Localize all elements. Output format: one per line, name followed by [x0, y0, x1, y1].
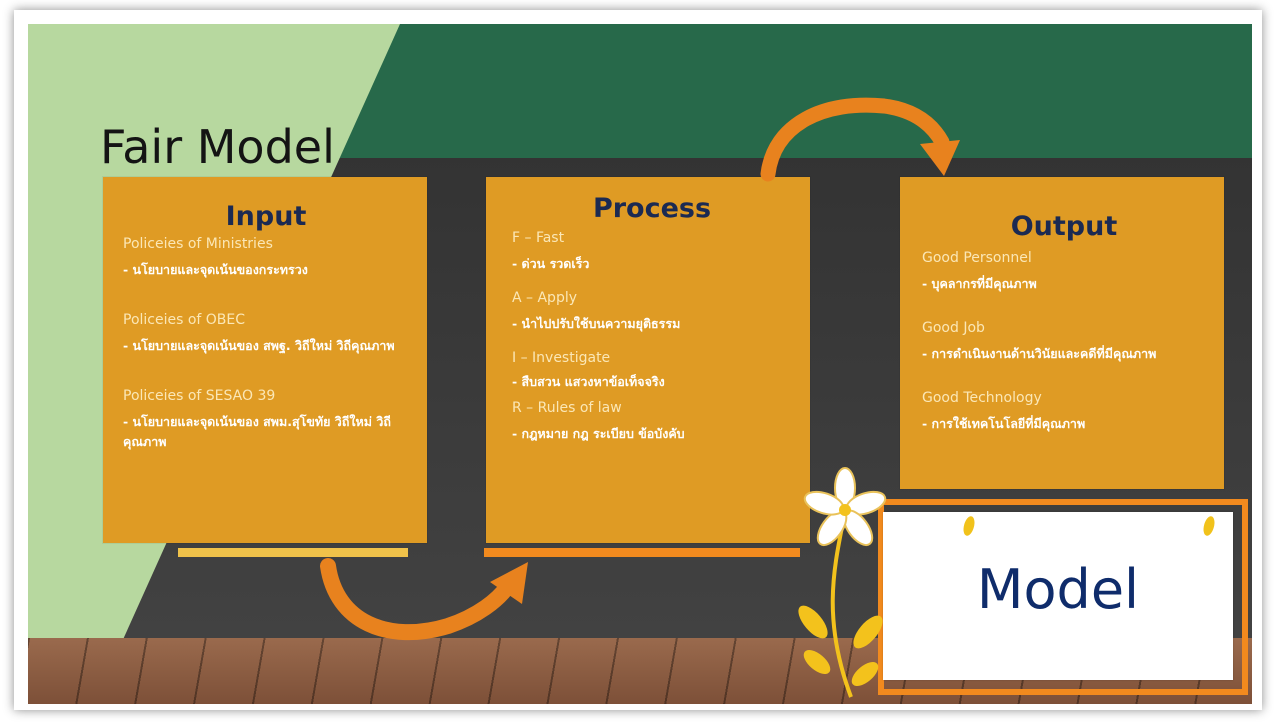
process-item-label: I – Investigate: [512, 350, 611, 366]
input-item-desc: - นโยบายและจุดเน้นของ สพฐ. วิถีใหม่ วิถี…: [123, 338, 395, 353]
model-card: Model: [883, 512, 1233, 680]
model-label: Model: [976, 558, 1140, 621]
input-card: Input Policeies of Ministries - นโยบายแล…: [103, 177, 427, 543]
green-panel: [328, 24, 1252, 158]
output-item-label: Good Personnel: [922, 250, 1032, 266]
curved-arrow-icon: [320, 558, 528, 641]
process-item: A – Apply - นำไปปรับใช้บนความยุติธรรม: [512, 288, 792, 334]
process-underline: [484, 548, 800, 557]
output-item: Good Technology - การใช้เทคโนโลยีที่มีคุ…: [922, 388, 1206, 434]
flower-icon: [798, 467, 887, 698]
process-item-desc: - สืบสวน แสวงหาข้อเท็จจริง: [512, 374, 665, 389]
process-item-desc: - นำไปปรับใช้บนความยุติธรรม: [512, 316, 681, 331]
output-item: Good Job - การดำเนินงานด้านวินัยและคดีที…: [922, 318, 1206, 364]
process-item-label: R – Rules of law: [512, 400, 622, 416]
output-item-desc: - บุคลากรที่มีคุณภาพ: [922, 276, 1037, 291]
process-item-desc: - ด่วน รวดเร็ว: [512, 256, 590, 271]
diagram-title: Fair Model: [100, 120, 335, 174]
leaf-icon: [1203, 516, 1215, 536]
process-item-label: F – Fast: [512, 230, 565, 246]
input-item-desc: - นโยบายและจุดเน้นของ สพม.สุโขทัย วิถีให…: [123, 414, 391, 449]
process-item-label: A – Apply: [512, 290, 578, 306]
output-item-desc: - การดำเนินงานด้านวินัยและคดีที่มีคุณภาพ: [922, 346, 1157, 361]
curved-arrow-icon: [760, 97, 960, 182]
output-item-label: Good Technology: [922, 390, 1042, 406]
input-item-desc: - นโยบายและจุดเน้นของกระทรวง: [123, 262, 308, 277]
process-item: F – Fast - ด่วน รวดเร็ว: [512, 228, 792, 274]
output-item-label: Good Job: [922, 320, 985, 336]
input-item-label: Policeies of Ministries: [123, 236, 273, 252]
output-card: Output Good Personnel - บุคลากรที่มีคุณภ…: [900, 177, 1224, 489]
model-frame: [878, 499, 1248, 695]
output-item-desc: - การใช้เทคโนโลยีที่มีคุณภาพ: [922, 416, 1086, 431]
input-item: Policeies of SESAO 39 - นโยบายและจุดเน้น…: [123, 386, 409, 452]
output-heading: Output: [1010, 211, 1118, 242]
input-item: Policeies of OBEC - นโยบายและจุดเน้นของ …: [123, 310, 409, 356]
slide-scene: Fair Model Input Policeies of Ministries…: [28, 24, 1252, 704]
process-card: Process F – Fast - ด่วน รวดเร็ว A – Appl…: [486, 177, 810, 543]
process-heading: Process: [592, 193, 712, 224]
leaf-icon: [963, 516, 975, 536]
input-heading: Input: [225, 201, 307, 232]
process-item-desc: - กฎหมาย กฎ ระเบียบ ข้อบังคับ: [512, 426, 685, 441]
input-item-label: Policeies of SESAO 39: [123, 388, 276, 404]
process-item: R – Rules of law - กฎหมาย กฎ ระเบียบ ข้อ…: [512, 398, 792, 444]
input-underline: [178, 548, 408, 557]
process-item: I – Investigate - สืบสวน แสวงหาข้อเท็จจร…: [512, 348, 792, 392]
output-item: Good Personnel - บุคลากรที่มีคุณภาพ: [922, 248, 1206, 294]
input-item: Policeies of Ministries - นโยบายและจุดเน…: [123, 234, 409, 280]
input-item-label: Policeies of OBEC: [123, 312, 246, 328]
